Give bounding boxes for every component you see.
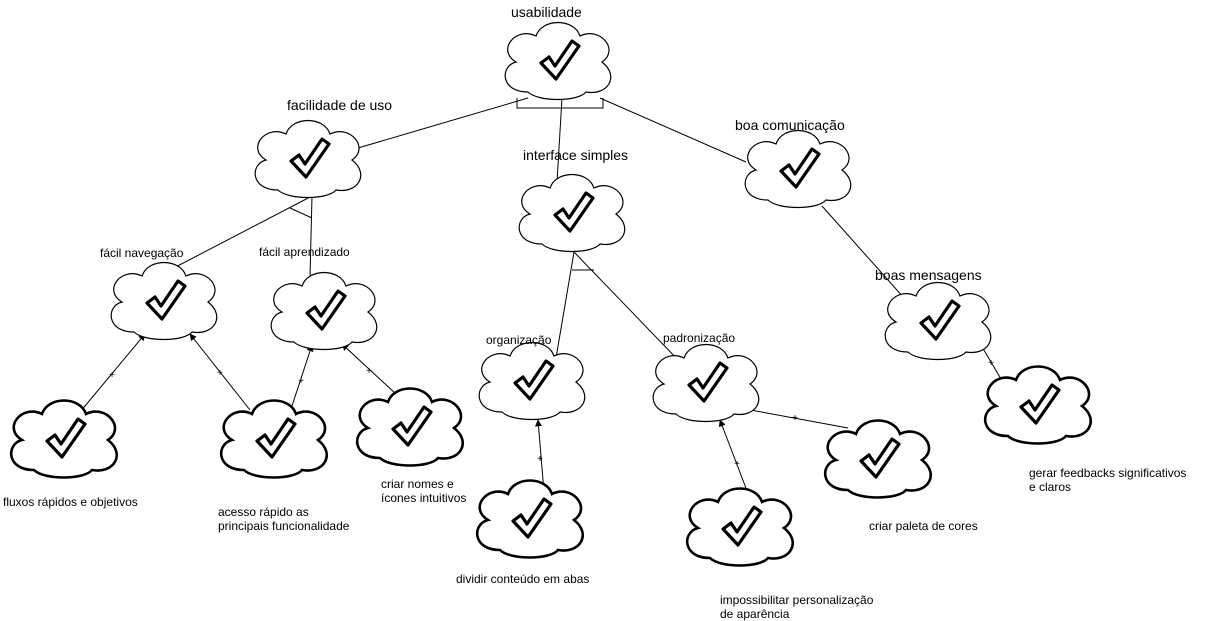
contrib-label: + (366, 366, 372, 377)
label-boas-mensagens: boas mensagens (875, 267, 982, 283)
contrib-label: + (298, 376, 304, 387)
link-usabilidade-facilidade (357, 97, 529, 149)
label-padronizacao: padronização (663, 331, 736, 345)
softgoal-boas-mensagens[interactable] (884, 281, 992, 361)
and-arc-usabilidade (516, 98, 604, 109)
softgoal-organizacao[interactable] (478, 341, 586, 421)
contribution-labels: + + + + + + + + (109, 358, 994, 470)
contrib-label: + (734, 459, 740, 470)
task-nomes[interactable] (355, 387, 465, 467)
label-facil-aprendizado: fácil aprendizado (259, 245, 350, 259)
contrib-abas-organizacao (535, 419, 545, 493)
label-interface-simples: interface simples (523, 147, 629, 163)
label-boa-comunicacao: boa comunicação (735, 117, 845, 133)
contrib-label: + (792, 413, 798, 424)
label-paleta: criar paleta de cores (869, 519, 978, 533)
label-facilidade-de-uso: facilidade de uso (287, 97, 393, 113)
link-comunicacao-mensagens (821, 205, 905, 299)
softgoal-facil-navegacao[interactable] (110, 261, 218, 341)
softgoal-padronizacao[interactable] (652, 343, 760, 423)
link-interface-organizacao (555, 251, 575, 359)
softgoal-facilidade-de-uso[interactable] (254, 119, 362, 199)
task-acesso[interactable] (219, 399, 329, 479)
link-usabilidade-comunicacao (599, 97, 747, 163)
softgoal-facil-aprendizado[interactable] (270, 271, 378, 351)
link-facilidade-navegacao (165, 195, 313, 273)
label-nomes: criar nomes e ícones intuitivos (381, 477, 467, 505)
label-facil-navegacao: fácil navegação (100, 246, 184, 260)
label-abas: dividir conteúdo em abas (456, 572, 590, 586)
and-bar-facilidade (289, 207, 313, 219)
task-personalizacao[interactable] (685, 487, 795, 567)
contrib-label: + (537, 454, 543, 465)
label-fluxos: fluxos rápidos e objetivos (3, 495, 138, 509)
link-usabilidade-interface (556, 97, 563, 183)
decomposition-links (165, 97, 905, 363)
label-personalizacao: impossibilitar personalização de aparênc… (720, 593, 874, 621)
contrib-acesso-aprendizado (289, 344, 314, 413)
softgoal-interface-simples[interactable] (518, 173, 626, 253)
label-acesso: acesso rápido as principais funcionalida… (218, 505, 350, 533)
task-feedbacks[interactable] (983, 365, 1093, 445)
link-interface-padronizacao (573, 251, 681, 363)
contribution-links (79, 333, 1005, 505)
link-facilidade-aprendizado (309, 195, 313, 279)
task-fluxos[interactable] (9, 399, 119, 479)
contrib-nomes-aprendizado (341, 343, 397, 395)
softgoal-usabilidade[interactable] (504, 21, 612, 101)
label-organizacao: organização (486, 333, 552, 347)
contrib-label: + (988, 358, 994, 369)
label-feedbacks: gerar feedbacks significativos e claros (1029, 466, 1187, 494)
task-paleta[interactable] (823, 419, 933, 499)
task-abas[interactable] (475, 479, 585, 559)
contrib-label: + (217, 368, 223, 379)
contrib-fluxos-navegacao (79, 333, 146, 413)
label-usabilidade: usabilidade (511, 4, 582, 20)
softgoal-boa-comunicacao[interactable] (744, 129, 852, 209)
contrib-paleta-padronizacao (739, 405, 849, 429)
contrib-acesso-navegacao (189, 333, 251, 411)
contrib-label: + (109, 370, 115, 381)
